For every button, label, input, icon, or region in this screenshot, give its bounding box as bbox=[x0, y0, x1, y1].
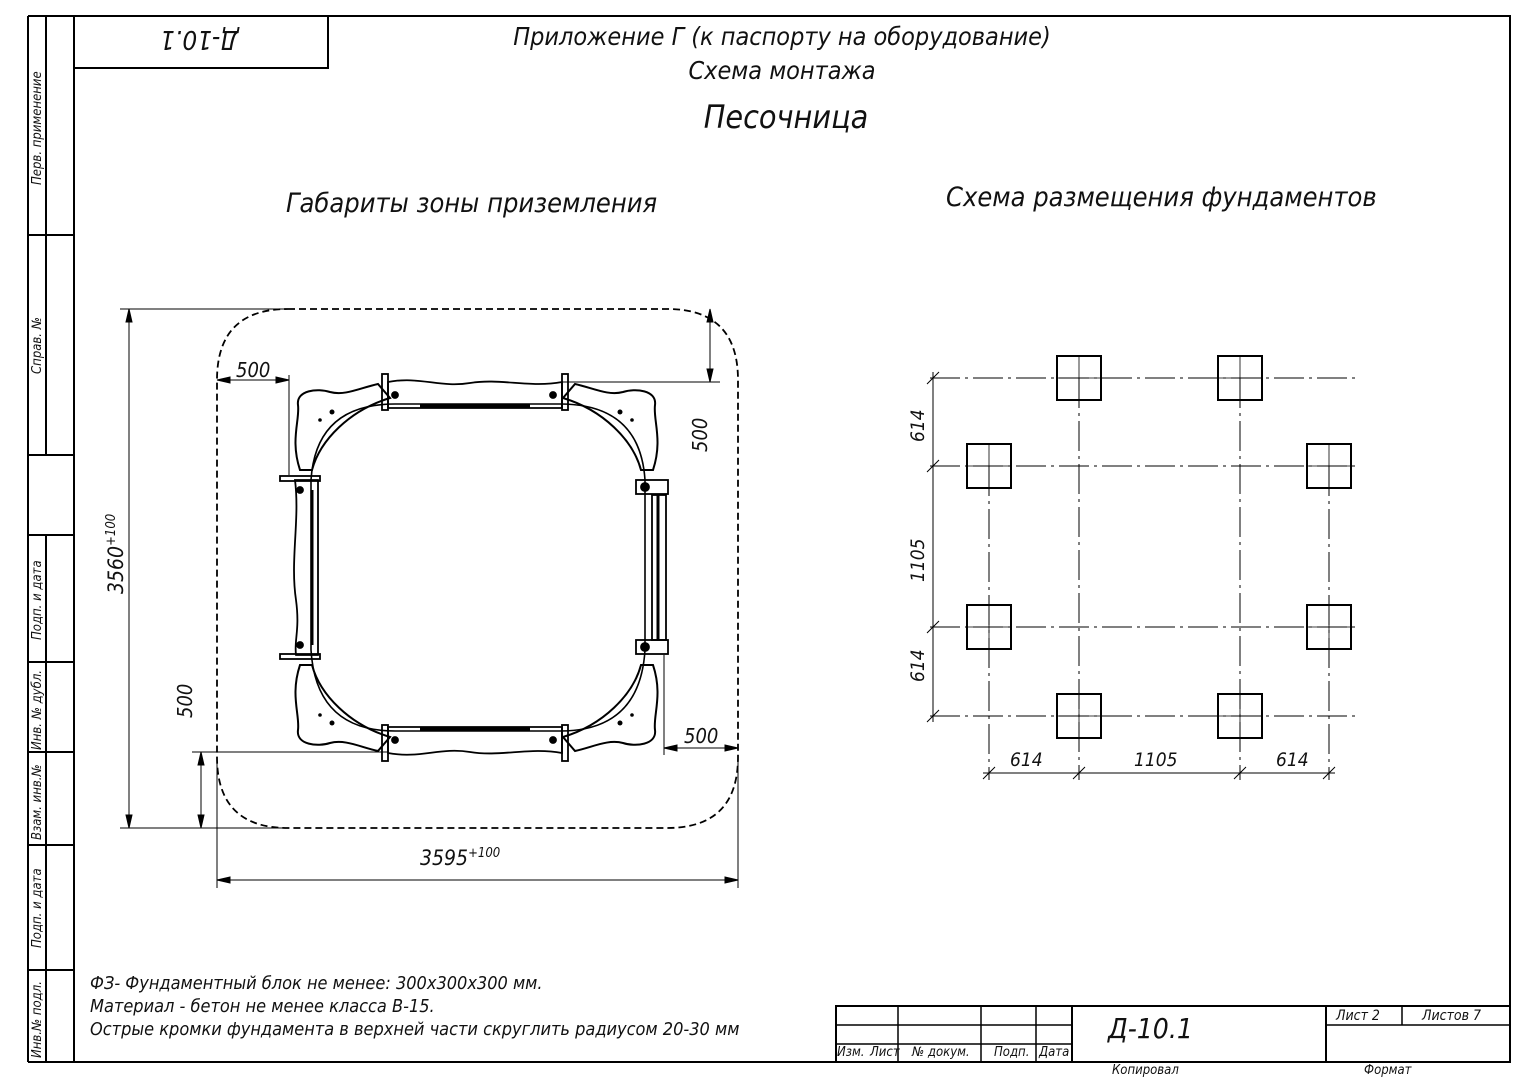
tb-copied: Копировал bbox=[1112, 1063, 1179, 1078]
note-line-2: Материал - бетон не менее класса В-15. bbox=[90, 996, 435, 1017]
stamp-box bbox=[73, 15, 329, 69]
dim-overall-height-value: 3560 bbox=[104, 545, 128, 594]
tb-col-doc-no: № докум. bbox=[912, 1045, 970, 1060]
page-title: Песочница bbox=[703, 98, 869, 136]
centre-lines bbox=[930, 377, 1360, 780]
h-dim-right: 614 bbox=[1276, 749, 1309, 771]
side-strip-lines bbox=[27, 15, 74, 1063]
foundation-blocks bbox=[966, 355, 1352, 739]
side-label-first-use: Перв. применение bbox=[30, 71, 45, 185]
side-label-repl-inv: Взам. инв.№ bbox=[30, 764, 45, 840]
note-line-3: Острые кромки фундамента в верхней части… bbox=[90, 1019, 740, 1040]
h-dim-left: 614 bbox=[1010, 749, 1043, 771]
tb-sheets-total: Листов 7 bbox=[1422, 1008, 1482, 1024]
dimension-lines-left bbox=[120, 308, 739, 888]
v-dim-bottom: 614 bbox=[907, 649, 929, 682]
dim-overall-width-tolerance: +100 bbox=[468, 846, 501, 861]
note-line-1: ФЗ- Фундаментный блок не менее: 300х300х… bbox=[90, 973, 543, 994]
tb-designation: Д-10.1 bbox=[1108, 1012, 1193, 1045]
landing-zone-outline bbox=[216, 308, 739, 829]
dimension-lines-right bbox=[926, 371, 1336, 780]
side-label-ref-no: Справ. № bbox=[30, 317, 45, 374]
dim-overall-width-value: 3595 bbox=[420, 846, 469, 870]
tb-col-signature: Подп. bbox=[994, 1045, 1030, 1060]
stamp-top-code: Д-10.1 bbox=[160, 24, 239, 54]
bench-left bbox=[279, 475, 321, 660]
side-label-dup-inv: Инв. № дубл. bbox=[30, 669, 45, 750]
dim-overall-width: 3595+100 bbox=[420, 846, 500, 870]
sandbox-inner-contour bbox=[310, 403, 646, 732]
left-view-title: Габариты зоны приземления bbox=[286, 188, 658, 219]
sheet-frame bbox=[73, 15, 1511, 1063]
side-label-sign-date-2: Подп. и дата bbox=[30, 868, 45, 948]
foundation-layout-view bbox=[926, 355, 1360, 780]
tb-col-date: Дата bbox=[1039, 1045, 1070, 1060]
h-dim-middle: 1105 bbox=[1134, 749, 1178, 771]
tb-col-change: Изм. bbox=[837, 1045, 865, 1060]
tb-sheet: Лист 2 bbox=[1336, 1008, 1380, 1024]
dim-top-right: 500 bbox=[688, 417, 712, 452]
side-label-orig-inv: Инв.№ подл. bbox=[30, 981, 45, 1058]
bench-top bbox=[381, 373, 569, 411]
dim-overall-height: 3560+100 bbox=[104, 514, 128, 594]
v-dim-top: 614 bbox=[907, 409, 929, 442]
tb-col-sheet: Лист bbox=[870, 1045, 900, 1060]
dim-bottom-right: 500 bbox=[684, 724, 719, 748]
header-line-1: Приложение Г (к паспорту на оборудование… bbox=[513, 22, 1051, 51]
dim-overall-height-tolerance: +100 bbox=[104, 513, 119, 546]
block-crosses bbox=[967, 356, 1351, 738]
sandbox-corner-panels bbox=[294, 382, 659, 753]
side-label-sign-date-1: Подп. и дата bbox=[30, 560, 45, 640]
dim-bottom-left: 500 bbox=[173, 683, 197, 718]
bench-bottom bbox=[381, 724, 569, 762]
decor-dots bbox=[318, 409, 634, 726]
header-line-2: Схема монтажа bbox=[688, 56, 876, 85]
landing-zone-view bbox=[120, 308, 739, 888]
v-dim-middle: 1105 bbox=[907, 538, 929, 583]
title-block-lines bbox=[835, 1005, 1511, 1063]
right-view-title: Схема размещения фундаментов bbox=[946, 182, 1377, 213]
dim-top-left: 500 bbox=[236, 358, 271, 382]
bench-right bbox=[635, 479, 669, 655]
tb-format: Формат bbox=[1364, 1063, 1412, 1078]
